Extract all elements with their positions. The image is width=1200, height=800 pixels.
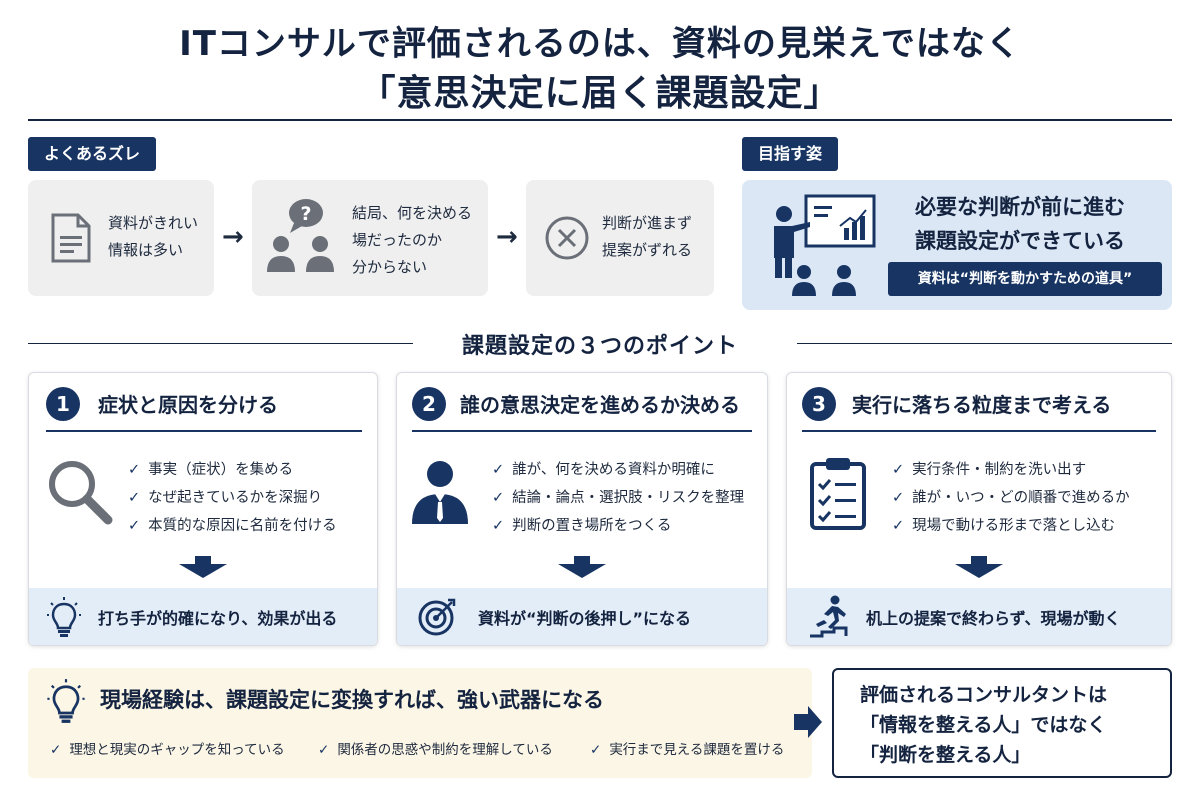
point-card-1-result: 打ち手が的確になり、効果が出る <box>98 609 338 628</box>
down-arrow-icon <box>971 556 987 564</box>
point-card-1-item-3: ✓本質的な原因に名前を付ける <box>128 518 337 534</box>
gap-step-2 <box>252 180 488 296</box>
check-icon: ✓ <box>128 462 141 478</box>
point-card-2-item-3: ✓判断の置き場所をつくる <box>492 518 672 534</box>
down-arrow-icon <box>179 564 227 578</box>
arrow-right-icon <box>794 706 822 738</box>
target-icon <box>418 598 456 636</box>
check-icon: ✓ <box>892 490 905 506</box>
question-people-icon: ? <box>267 199 334 272</box>
magnifier-icon <box>49 461 113 525</box>
conclusion-box <box>832 668 1172 778</box>
point-card-1-rule <box>46 430 362 432</box>
check-icon: ✓ <box>492 490 505 506</box>
check-icon: ✓ <box>892 462 905 478</box>
point-card-3-rule <box>802 430 1156 432</box>
section-divider-left <box>28 343 413 344</box>
lightbulb-icon <box>47 679 85 723</box>
conclusion-line1: 評価されるコンサルタントは <box>860 684 1108 706</box>
point-number-1: 1 <box>46 387 80 421</box>
document-icon <box>51 213 91 263</box>
check-icon: ✓ <box>492 462 505 478</box>
gap-step-1-line2: 情報は多い <box>108 241 184 259</box>
experience-item-1: ✓理想と現実のギャップを知っている <box>50 742 285 758</box>
gap-step-1 <box>28 180 214 296</box>
gap-step-2-line2: 場だったのか <box>352 231 443 249</box>
check-icon: ✓ <box>590 742 602 758</box>
point-card-2-title: 誰の意思決定を進めるか決める <box>460 393 740 417</box>
gap-step-3 <box>526 180 714 296</box>
point-card-2-item-1: ✓誰が、何を決める資料か明確に <box>492 462 715 478</box>
check-icon: ✓ <box>318 742 330 758</box>
conclusion-line3: 「判断を整える人」 <box>860 744 1031 766</box>
check-icon: ✓ <box>492 518 505 534</box>
arrow-right-icon: → <box>496 222 518 252</box>
point-card-2-result: 資料が“判断の後押し”になる <box>478 609 692 628</box>
businessperson-icon <box>412 461 468 524</box>
conclusion-line2: 「情報を整える人」ではなく <box>860 714 1107 736</box>
point-card-1-title: 症状と原因を分ける <box>98 393 278 417</box>
goal-line1: 必要な判断が前に進む <box>915 195 1125 219</box>
gap-step-2-line1: 結局、何を決める <box>352 204 473 222</box>
down-arrow-icon <box>574 556 590 564</box>
point-card-2-item-2: ✓結論・論点・選択肢・リスクを整理 <box>492 490 745 506</box>
goal-badge: 資料は“判断を動かすための道具” <box>888 262 1162 296</box>
lightbulb-icon <box>47 597 81 637</box>
point-card-3-result-area <box>787 588 1171 645</box>
title-divider <box>28 119 1172 121</box>
goal-line2: 課題設定ができている <box>915 229 1125 253</box>
point-card-1-item-2: ✓なぜ起きているかを深掘り <box>128 490 323 506</box>
check-icon: ✓ <box>892 518 905 534</box>
point-number-3: 3 <box>802 387 836 421</box>
down-arrow-icon <box>955 564 1003 578</box>
gap-step-2-line3: 分からない <box>352 258 428 276</box>
section-divider-right <box>797 343 1172 344</box>
point-number-2: 2 <box>412 387 446 421</box>
point-card-1-result-area <box>29 588 377 645</box>
point-card-3-title: 実行に落ちる粒度まで考える <box>852 393 1112 417</box>
check-icon: ✓ <box>128 490 141 506</box>
check-icon: ✓ <box>128 518 141 534</box>
main-title-line2: 「意思決定に届く課題設定」 <box>359 73 841 114</box>
point-card-3-result: 机上の提案で終わらず、現場が動く <box>866 609 1121 628</box>
experience-item-2: ✓関係者の思惑や制約を理解している <box>318 742 553 758</box>
point-card-2-result-area <box>397 588 767 645</box>
gap-step-3-line2: 提案がずれる <box>602 241 693 259</box>
cross-circle-icon <box>545 216 589 260</box>
svg-text:?: ? <box>300 203 311 225</box>
goal-label: 目指す姿 <box>742 137 839 171</box>
presentation-icon <box>774 194 876 296</box>
check-icon: ✓ <box>50 742 62 758</box>
running-stairs-icon <box>810 595 848 638</box>
experience-item-3: ✓実行まで見える課題を置ける <box>590 742 785 758</box>
gap-step-3-line1: 判断が進まず <box>602 214 693 232</box>
down-arrow-icon <box>195 556 211 564</box>
point-card-1-item-1: ✓事実（症状）を集める <box>128 462 294 478</box>
point-card-3-item-2: ✓誰が・いつ・どの順番で進めるか <box>892 490 1130 506</box>
checklist-icon <box>810 458 866 530</box>
point-card-2-rule <box>412 430 752 432</box>
points-section-title: 課題設定の３つのポイント <box>461 334 738 359</box>
experience-title: 現場経験は、課題設定に変換すれば、強い武器になる <box>100 688 604 712</box>
main-title-line1: ITコンサルで評価されるのは、資料の見栄えではなく <box>179 24 1021 64</box>
down-arrow-icon <box>558 564 606 578</box>
experience-box <box>28 668 812 778</box>
gap-label: よくあるズレ <box>28 137 157 171</box>
point-card-3-item-3: ✓現場で動ける形まで落とし込む <box>892 518 1116 534</box>
arrow-right-icon: → <box>222 222 244 252</box>
gap-step-1-line1: 資料がきれい <box>108 214 199 232</box>
point-card-3-item-1: ✓実行条件・制約を洗い出す <box>892 462 1087 478</box>
